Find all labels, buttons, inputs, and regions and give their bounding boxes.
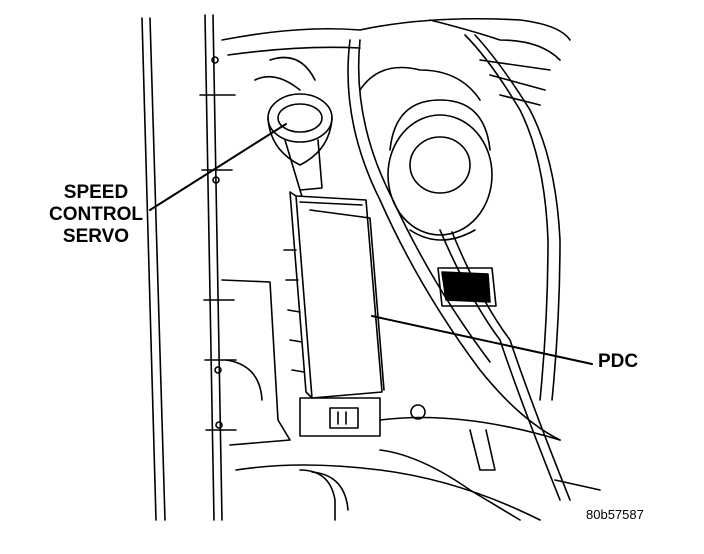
speed-label-line-1: SPEED — [63, 182, 129, 203]
speed-label-line-2: CONTROL — [49, 204, 143, 225]
speed-control-servo-label: SPEED CONTROL SERVO — [40, 182, 152, 248]
leader-pdc — [371, 315, 593, 365]
radiator-support — [221, 17, 571, 61]
callout-leader-lines — [149, 123, 593, 365]
brake-booster — [359, 66, 493, 241]
speed-label-line-3: SERVO — [62, 226, 130, 247]
pdc-label: PDC — [598, 351, 639, 372]
lower-bracket — [221, 279, 601, 521]
pdc-box — [283, 191, 385, 437]
figure-id: 80b57587 — [586, 507, 644, 522]
fender-rail — [141, 14, 237, 521]
speed-control-servo — [254, 56, 333, 211]
relay-module — [437, 267, 497, 307]
leader-speed-control-servo — [149, 123, 287, 211]
